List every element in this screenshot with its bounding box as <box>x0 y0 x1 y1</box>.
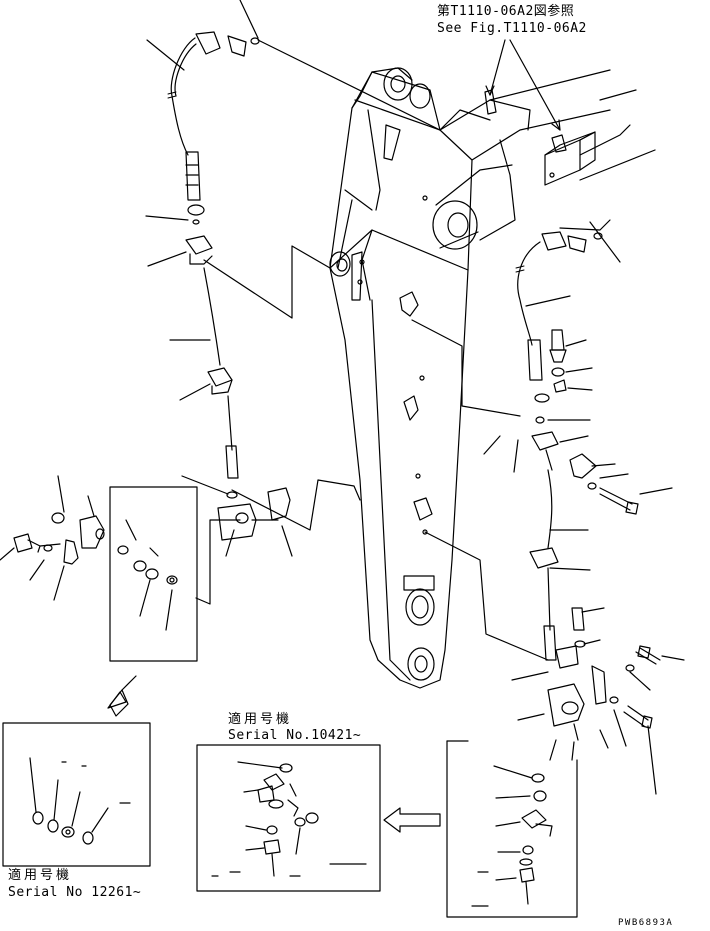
inset-10421-label-jp: 適用号機 <box>228 712 293 727</box>
left-hose-assembly <box>170 31 291 541</box>
left-fittings <box>0 475 105 601</box>
figure-reference-en: See Fig.T1110-06A2 <box>437 21 587 36</box>
reference-arrows <box>485 39 561 131</box>
drawing-code: PWB6893A <box>618 918 674 928</box>
transfer-arrow <box>383 807 441 833</box>
upper-body <box>422 69 631 250</box>
inset-12261-label-jp: 適用号機 <box>8 868 73 883</box>
inset-box-12261 <box>2 722 151 867</box>
figure-reference-jp: 第T1110-06A2図参照 <box>437 4 575 19</box>
boxed-group-b <box>446 740 578 918</box>
boxed-group-a <box>107 486 198 717</box>
inset-12261-label-en: Serial No 12261~ <box>8 885 142 900</box>
connection-leaders <box>195 39 611 661</box>
right-hose-assembly <box>517 231 661 741</box>
hose-breaks <box>167 91 525 273</box>
inset-box-10421 <box>196 744 381 892</box>
boom-arm <box>329 67 473 689</box>
part-leaders <box>145 0 685 795</box>
inset-10421-label-en: Serial No.10421~ <box>228 728 362 743</box>
